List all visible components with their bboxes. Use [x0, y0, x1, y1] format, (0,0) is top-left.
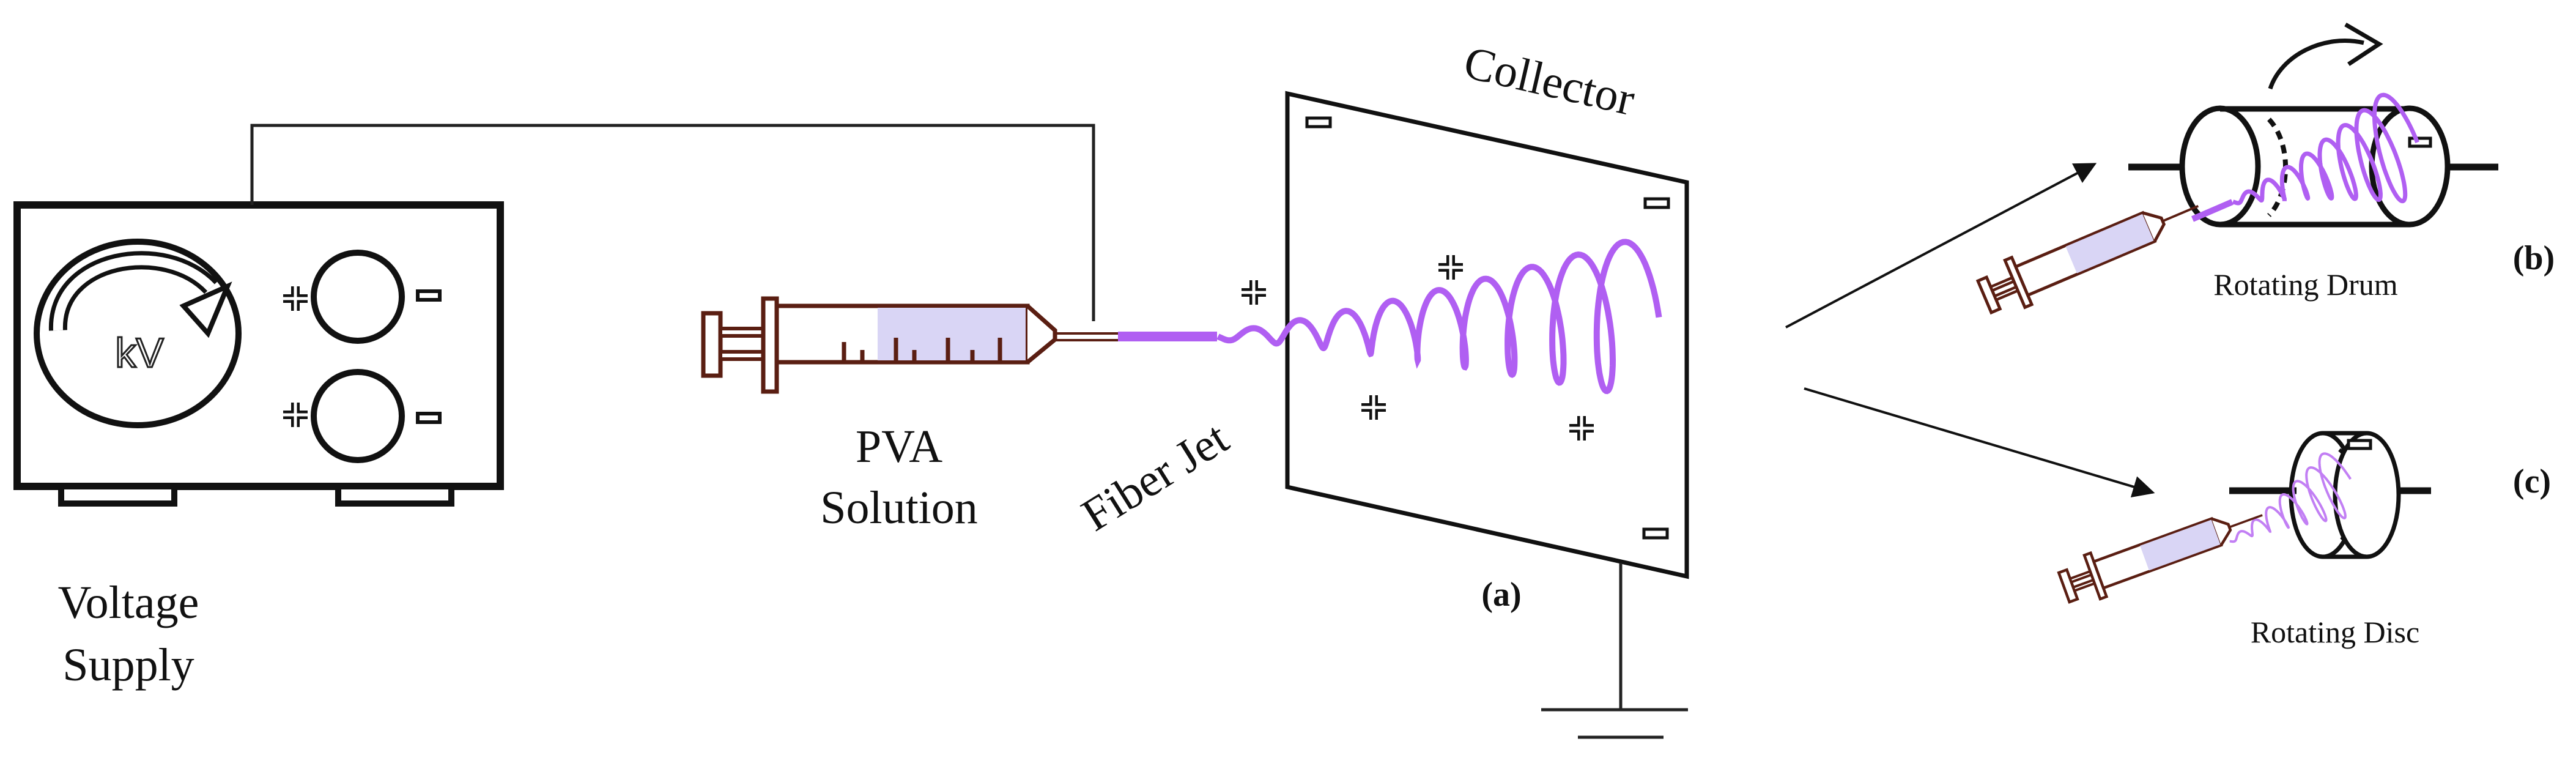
- drum-fiber-straight: [2191, 199, 2234, 222]
- high-voltage-wire: [250, 124, 1095, 321]
- pva-solution-label-line2: Solution: [820, 482, 978, 534]
- syringe-icon: [1975, 204, 2199, 315]
- rotation-arrow-icon: [2268, 39, 2364, 90]
- positive-terminal: [311, 250, 405, 344]
- minus-sign-icon: [416, 289, 442, 302]
- voltage-dial: [34, 239, 242, 428]
- plus-sign-icon: [1242, 280, 1266, 305]
- minus-sign-icon: [416, 412, 442, 424]
- minus-sign-icon: [2347, 439, 2372, 450]
- collector-plate: [1285, 91, 1689, 579]
- rotating-drum-label: Rotating Drum: [2213, 267, 2397, 302]
- collector-label: Collector: [1459, 37, 1639, 125]
- negative-terminal: [311, 369, 405, 463]
- voltage-supply-label-line2: Supply: [62, 639, 194, 691]
- syringe-icon: [2057, 514, 2263, 604]
- panel-b-label: (b): [2513, 239, 2555, 277]
- panel-c-label: (c): [2513, 463, 2551, 500]
- plus-sign-icon: [283, 403, 308, 427]
- panel-a-label: (a): [1481, 576, 1521, 614]
- voltage-supply-box: kV: [13, 201, 504, 507]
- plus-sign-icon: [1569, 416, 1594, 441]
- fiber-jet-helix: [1216, 239, 1662, 395]
- rotation-arrow-icon: [48, 251, 232, 338]
- minus-sign-icon: [1305, 116, 1332, 128]
- syringe-icon: [701, 296, 1118, 394]
- minus-sign-icon: [1643, 197, 1670, 209]
- arrow-to-disc: [1804, 387, 2155, 497]
- drum-fiber-helix: [2232, 92, 2419, 206]
- rotating-drum: [2128, 22, 2498, 228]
- plus-sign-icon: [1438, 255, 1463, 280]
- pva-solution-label-line1: PVA: [856, 421, 942, 472]
- plus-sign-icon: [1361, 395, 1386, 420]
- kv-label: kV: [115, 330, 164, 376]
- fiber-jet-label: Fiber Jet: [1073, 412, 1237, 541]
- rotating-disc-label: Rotating Disc: [2251, 615, 2419, 649]
- arrow-to-drum: [1785, 163, 2097, 329]
- plus-sign-icon: [283, 286, 308, 311]
- ground-icon: [1541, 563, 1688, 739]
- minus-sign-icon: [2408, 136, 2432, 148]
- voltage-supply-label-line1: Voltage: [58, 577, 199, 628]
- rotating-disc: [2229, 431, 2431, 559]
- disc-fiber-helix: [2229, 452, 2352, 543]
- minus-sign-icon: [1642, 527, 1669, 540]
